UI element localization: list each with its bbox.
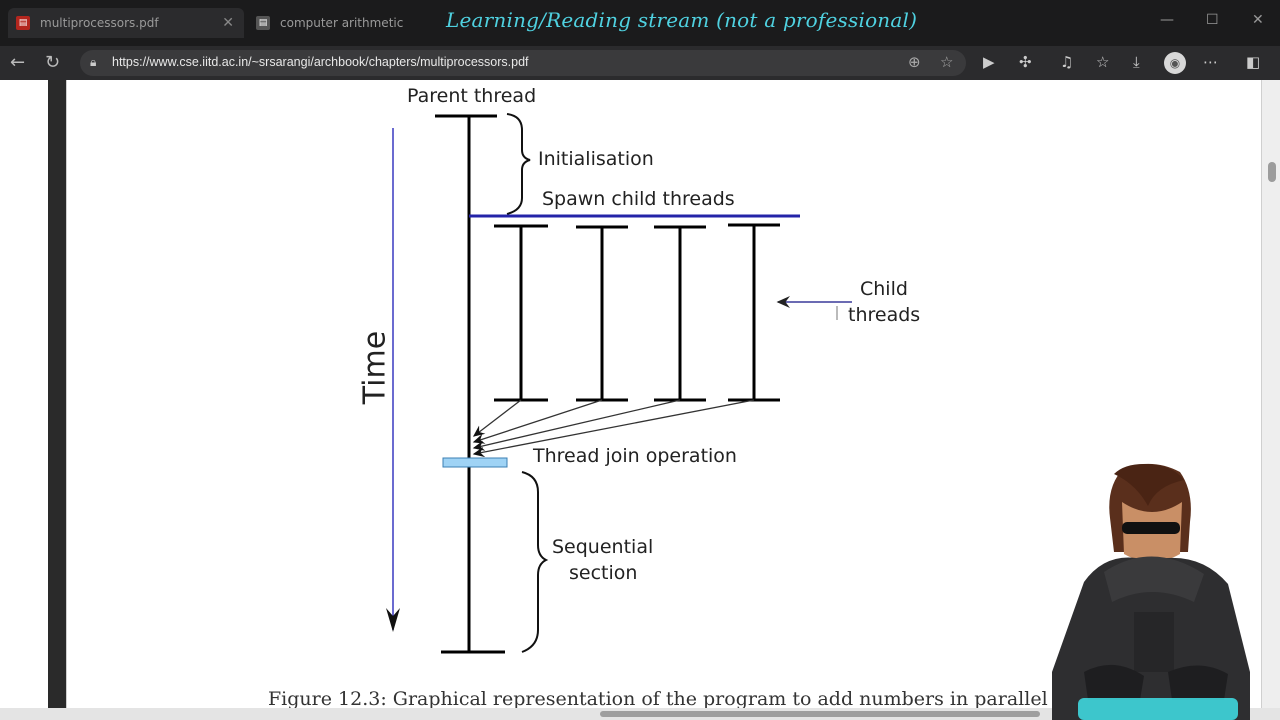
doc-icon: ▤	[256, 16, 270, 30]
child-thread-2	[576, 225, 628, 402]
tab-multiprocessors[interactable]: ▤ multiprocessors.pdf ✕	[8, 8, 244, 38]
title-bar: ▤ multiprocessors.pdf ✕ ▤ computer arith…	[0, 0, 1280, 46]
sequential-brace	[521, 471, 549, 653]
initialisation-label: Initialisation	[538, 148, 654, 170]
url-text: https://www.cse.iitd.ac.in/~srsarangi/ar…	[112, 55, 529, 69]
close-tab-icon[interactable]: ✕	[222, 15, 234, 31]
back-icon[interactable]: ←	[10, 52, 26, 73]
reload-icon[interactable]: ↻	[45, 52, 61, 73]
tab-label: multiprocessors.pdf	[40, 16, 159, 30]
join-arrow-4	[472, 399, 755, 458]
sequential-label-2: section	[569, 562, 638, 584]
browser-toolbar: ← ↻ 🔒︎ https://www.cse.iitd.ac.in/~srsar…	[0, 46, 1280, 80]
stream-overlay-title: Learning/Reading stream (not a professio…	[446, 8, 918, 32]
read-aloud-icon[interactable]: ▶	[983, 53, 995, 71]
vertical-scrollbar[interactable]	[1262, 80, 1280, 708]
tab-computer-arithmetic[interactable]: ▤ computer arithmetic	[248, 8, 448, 38]
spawn-label: Spawn child threads	[542, 188, 735, 210]
time-label: Time	[357, 330, 393, 405]
join-arrow-1	[472, 399, 522, 437]
child-thread-4	[728, 223, 780, 402]
pdf-icon: ▤	[16, 16, 30, 30]
more-menu-icon[interactable]: ⋯	[1203, 53, 1218, 71]
horizontal-scroll-thumb[interactable]	[600, 711, 1040, 717]
join-box	[442, 457, 508, 468]
parent-thread-label: Parent thread	[407, 85, 537, 107]
time-arrowhead	[386, 608, 400, 632]
figure-caption: Figure 12.3: Graphical representation of…	[268, 688, 1048, 710]
child-threads-label-1: Child	[860, 278, 908, 300]
favorite-star-icon[interactable]: ☆	[940, 53, 954, 71]
join-arrow-3	[472, 399, 681, 451]
favorites-icon[interactable]: ☆	[1096, 53, 1110, 71]
minimize-icon[interactable]: —	[1160, 12, 1174, 28]
close-window-icon[interactable]: ✕	[1252, 12, 1264, 28]
maximize-icon[interactable]: ☐	[1206, 12, 1219, 28]
downloads-icon[interactable]: ⤓	[1133, 53, 1140, 71]
child-threads-label-2: threads	[848, 304, 921, 326]
child-thread-3	[654, 225, 706, 402]
child-thread-1	[494, 224, 548, 402]
initialisation-brace	[506, 113, 531, 215]
extensions-icon[interactable]: ✣	[1019, 53, 1032, 71]
streamer-avatar	[1052, 463, 1250, 720]
join-label: Thread join operation	[533, 445, 737, 467]
address-bar[interactable]: 🔒︎ https://www.cse.iitd.ac.in/~srsarangi…	[80, 50, 966, 76]
join-arrow-2	[472, 399, 603, 444]
zoom-icon[interactable]: ⊕	[908, 53, 921, 71]
page-edge	[48, 80, 66, 720]
sequential-label-1: Sequential	[552, 536, 654, 558]
viewer-gutter	[0, 80, 48, 720]
lock-icon: 🔒︎	[90, 55, 97, 69]
media-icon[interactable]: ♫	[1060, 53, 1074, 71]
vertical-scroll-thumb[interactable]	[1268, 162, 1276, 182]
sidebar-icon[interactable]: ◧	[1246, 53, 1261, 71]
profile-avatar-icon[interactable]: ◉	[1164, 52, 1186, 74]
tab-label: computer arithmetic	[280, 16, 404, 30]
